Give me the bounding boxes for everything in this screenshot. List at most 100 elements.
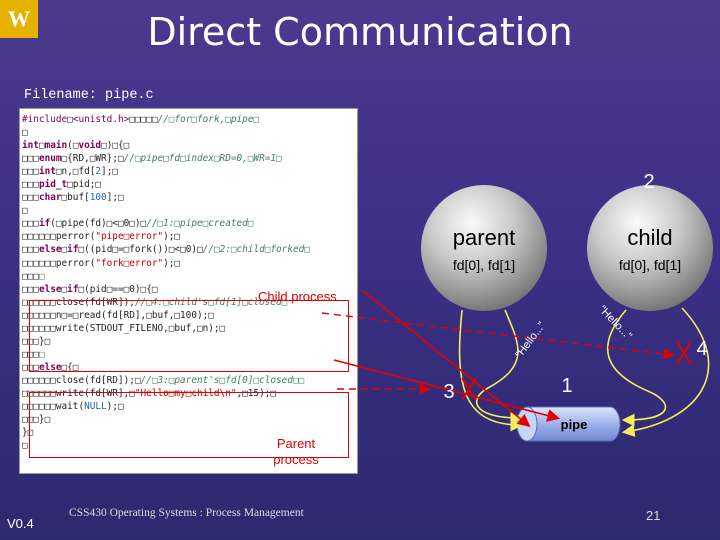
code-token: □n,□fd[	[55, 166, 96, 178]
parent-process-label-line1: Parent	[276, 436, 316, 451]
code-line: □□□int□n,□fd[2];□	[22, 165, 357, 178]
child-read-arrow	[621, 307, 710, 437]
slide-title: Direct Communication	[147, 10, 573, 54]
step-4: 4	[696, 338, 707, 360]
code-token: □{□	[61, 361, 79, 373]
pipe-label: pipe	[561, 417, 588, 432]
code-token: main	[44, 140, 68, 152]
code-line: □□□□	[22, 270, 357, 283]
code-token: void	[78, 140, 102, 152]
code-token: □□□	[22, 153, 39, 165]
code-line: □□□□□□wait(NULL);□	[22, 400, 357, 413]
code-token: if	[38, 218, 51, 230]
code-token: □□□□□	[129, 114, 158, 125]
code-token: □□□□□□wait(	[22, 401, 85, 413]
code-line: □□□□□□write(STDOUT_FILENO,□buf,□n);□	[22, 322, 357, 335]
code-token: □	[38, 270, 45, 282]
pipe-body	[526, 406, 621, 442]
code-line: □□□}□	[22, 335, 357, 348]
hello-label-right: "Hello..."	[596, 304, 634, 343]
parent-name: parent	[453, 225, 515, 250]
code-line: }□	[22, 426, 357, 439]
child-fds: fd[0], fd[1]	[619, 257, 681, 273]
parent-circle	[421, 185, 547, 311]
code-line: □	[22, 204, 357, 217]
code-token: if	[67, 283, 79, 295]
code-token: ];□	[101, 166, 118, 178]
code-line: □□□else□if□((pid□=□fork())□<□0)□//□2:□ch…	[22, 243, 357, 256]
code-token: □)□{□	[101, 140, 130, 152]
page-number: 21	[646, 508, 661, 523]
code-line: int□main(□void□)□{□	[22, 139, 357, 152]
code-token: int	[38, 166, 56, 178]
code-token: //□1:□pipe□created□	[146, 218, 254, 230]
version-label: V0.4	[7, 516, 34, 531]
code-token: □□□□□□perror(	[22, 257, 96, 269]
code-line: □□□}□	[22, 413, 357, 426]
code-token: □□□□□□close(fd[WR]);	[22, 296, 135, 308]
code-token: □□□	[22, 218, 39, 230]
parent-fds: fd[0], fd[1]	[453, 257, 515, 273]
code-token: else	[38, 361, 62, 373]
footer-course: CSS430 Operating Systems : Process Manag…	[69, 507, 304, 519]
code-line: □□□□□□close(fd[RD]);□//□3:□parent's□fd[0…	[22, 374, 357, 387]
child-fd1-cross-b	[676, 341, 692, 365]
code-line: □	[22, 439, 357, 452]
code-token: 100	[89, 192, 107, 204]
step-1: 1	[561, 375, 572, 397]
code-line: □□□□□□n□=□read(fd[RD],□buf,□100);□	[22, 309, 357, 322]
code-token: □	[61, 244, 68, 256]
filename-label: Filename: pipe.c	[24, 88, 154, 103]
code-line: □	[22, 126, 357, 139]
code-token: );□	[163, 257, 181, 269]
parent-fd0-cross-b	[461, 377, 477, 401]
code-token: <unistd.h>	[72, 114, 130, 125]
code-listing: #include□<unistd.h>□□□□□//□for□fork,□pip…	[19, 108, 358, 474]
code-token: );□	[106, 401, 124, 413]
step-2: 2	[643, 171, 654, 193]
code-token: "fork□error"	[95, 257, 164, 269]
code-token: □	[61, 283, 68, 295]
code-token: //□2:□child□forked□	[202, 244, 310, 256]
code-token: enum	[38, 153, 62, 165]
child-name: child	[627, 225, 672, 250]
child-circle	[587, 185, 713, 311]
code-line: □□□else□{□	[22, 361, 357, 374]
code-token: //□4:□child's□fd[1]□closed□	[134, 296, 288, 308]
code-token: □((pid□=□fork())□<□0)□	[78, 244, 203, 256]
parent-write-arrow	[476, 309, 524, 425]
code-token: (□	[67, 140, 79, 152]
parent-fd0-cross-a	[461, 377, 477, 401]
code-token: □	[22, 440, 28, 452]
parent-process-label: Parent process	[258, 436, 334, 468]
code-token: //□pipe□fd□index□RD=0,□WR=1□	[123, 153, 282, 165]
code-token: □	[22, 127, 28, 139]
code-line: □□□else□if□(pid□==□0)□{□	[22, 283, 357, 296]
code-token: ,□15);□	[236, 387, 277, 399]
code-token: int	[22, 140, 39, 152]
code-token: #include	[22, 114, 68, 125]
code-line: □□□if(□pipe(fd)□<□0□)□//□1:□pipe□created…	[22, 217, 357, 230]
code-line: □□□pid_t□pid;□	[22, 178, 357, 191]
code-token: □	[22, 205, 28, 217]
step-3: 3	[443, 381, 454, 403]
code-token: □□□□□□write(STDOUT_FILENO,□buf,□n);□	[22, 322, 226, 334]
code-token: //□3:□parent's□fd[0]□closed□□	[140, 374, 305, 386]
code-token: );□	[163, 231, 181, 243]
code-token: □	[38, 348, 45, 360]
child-fd1-cross-a	[676, 341, 692, 365]
parent-process-box	[29, 392, 349, 458]
code-token: }□	[22, 427, 34, 439]
code-token: □□□□□□close(fd[RD]);□	[22, 374, 141, 386]
code-token: □□□	[22, 270, 39, 282]
code-token: ];□	[106, 192, 124, 204]
code-token: pid_t	[38, 179, 68, 191]
code-line: □□□char□buf[100];□	[22, 191, 357, 204]
code-token: if	[67, 244, 79, 256]
code-line: □□□□□□perror("fork□error");□	[22, 257, 357, 270]
code-token: □□□}□	[22, 414, 51, 426]
code-token: □□□	[22, 283, 39, 295]
code-token: □buf[	[61, 192, 90, 204]
code-token: □	[38, 140, 45, 152]
code-token: char	[38, 192, 62, 204]
